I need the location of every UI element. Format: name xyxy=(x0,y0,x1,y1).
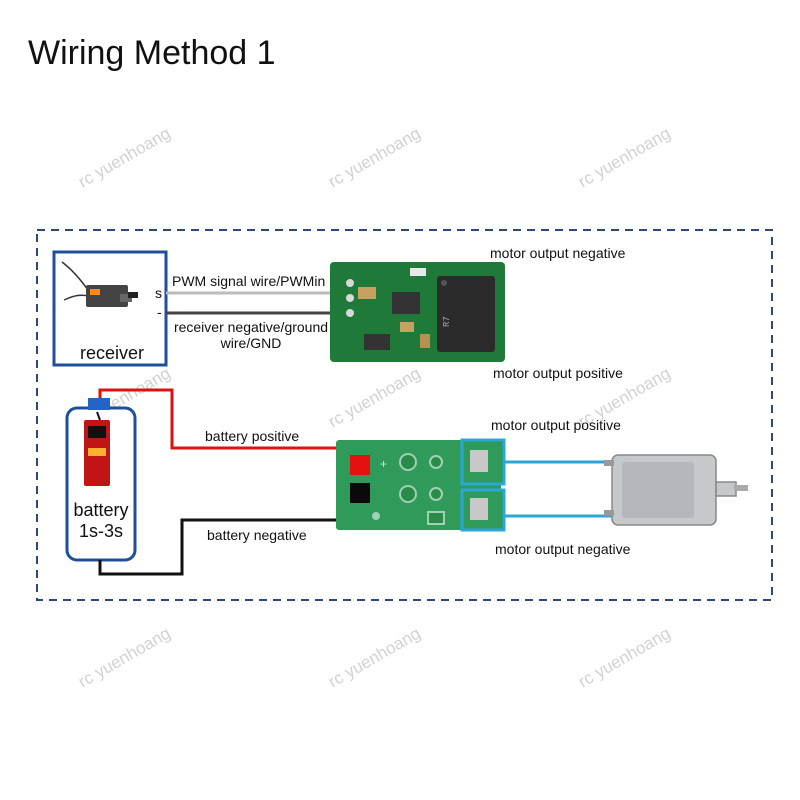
receiver-module-icon xyxy=(61,261,138,307)
battery-negative-label: battery negative xyxy=(207,527,307,543)
dc-motor xyxy=(604,454,748,526)
battery-positive-wire xyxy=(98,388,360,464)
receiver-ground-label: receiver negative/ground wire/GND xyxy=(168,319,334,351)
motor-output-negative-label-bottom: motor output negative xyxy=(495,541,631,557)
battery-positive-label: battery positive xyxy=(205,428,300,444)
receiver-label: receiver xyxy=(80,343,145,363)
page-title: Wiring Method 1 xyxy=(28,34,276,72)
top-pcb-board: R7 xyxy=(330,262,505,362)
battery-label-line2: 1s-3s xyxy=(78,521,123,541)
battery-label-line1: battery xyxy=(73,500,129,520)
dashed-border xyxy=(36,229,773,601)
receiver-ground-label-line2: wire/GND xyxy=(220,335,282,351)
battery-pack xyxy=(65,398,137,562)
svg-text:+: + xyxy=(380,457,387,471)
motor-wire-negative xyxy=(504,512,612,518)
pwm-wire-label: PWM signal wire/PWMin xyxy=(172,273,326,289)
bottom-pcb-board: + xyxy=(336,440,501,530)
battery-label: battery 1s-3s xyxy=(67,500,135,542)
receiver-pin-negative: - xyxy=(157,304,162,320)
motor-output-positive-label-bottom: motor output positive xyxy=(491,417,621,433)
motor-wire-positive xyxy=(504,460,612,466)
receiver-pin-s: s xyxy=(155,285,162,301)
receiver-ground-label-line1: receiver negative/ground xyxy=(173,319,329,335)
svg-text:R7: R7 xyxy=(442,316,452,327)
motor-output-positive-label-top: motor output positive xyxy=(493,365,623,381)
motor-output-negative-label-top: motor output negative xyxy=(490,245,626,261)
